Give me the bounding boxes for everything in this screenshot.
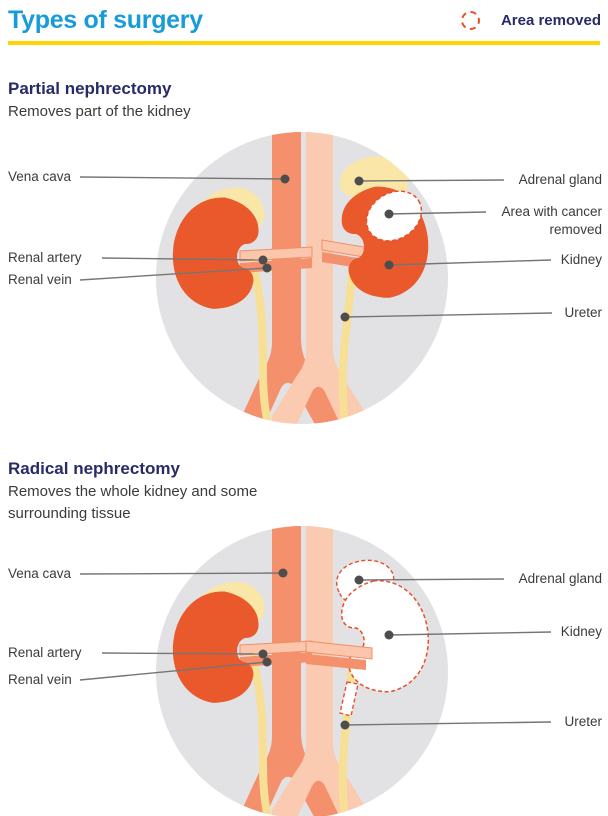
label-renal-artery: Renal artery: [8, 645, 82, 660]
connector-dots: [258, 568, 394, 730]
connector-dots: [258, 174, 394, 322]
area-removed-icon: [461, 11, 480, 30]
label-kidney: Kidney: [560, 252, 602, 267]
label-renal-artery: Renal artery: [8, 250, 82, 265]
label-vena-cava: Vena cava: [8, 169, 72, 184]
label-ureter: Ureter: [564, 714, 602, 729]
page-title: Types of surgery: [8, 6, 203, 34]
connector-lines: [79, 572, 552, 726]
removed-ureter-stub: [339, 681, 359, 717]
section-heading-partial: Partial nephrectomy: [8, 79, 172, 98]
label-area-with-cancer: Area with cancer removed: [501, 204, 602, 237]
label-renal-vein: Renal vein: [8, 272, 72, 287]
diagram-radical-nephrectomy: Vena cava Renal artery Renal vein Adrena…: [0, 510, 608, 816]
label-adrenal-gland: Adrenal gland: [518, 571, 602, 586]
label-ureter: Ureter: [564, 305, 602, 320]
title-underline: [8, 41, 600, 45]
legend-label: Area removed: [500, 12, 601, 29]
section-heading-radical: Radical nephrectomy: [8, 459, 180, 478]
removed-area-ellipse: [365, 190, 423, 242]
label-adrenal-gland: Adrenal gland: [518, 172, 602, 187]
diagram-radical-svg: [79, 510, 552, 816]
diagram-partial-nephrectomy: Vena cava Renal artery Renal vein Adrena…: [0, 120, 608, 430]
label-kidney: Kidney: [560, 624, 602, 639]
renal-vein-right: [306, 654, 366, 670]
label-renal-vein: Renal vein: [8, 672, 72, 687]
label-vena-cava: Vena cava: [8, 566, 72, 581]
renal-artery-right: [305, 640, 373, 660]
section-description-radical: Removes the whole kidney and some surrou…: [8, 483, 258, 522]
diagram-partial-svg: [79, 120, 553, 430]
connector-lines: [79, 176, 553, 318]
section-description-partial: Removes part of the kidney: [8, 103, 191, 120]
